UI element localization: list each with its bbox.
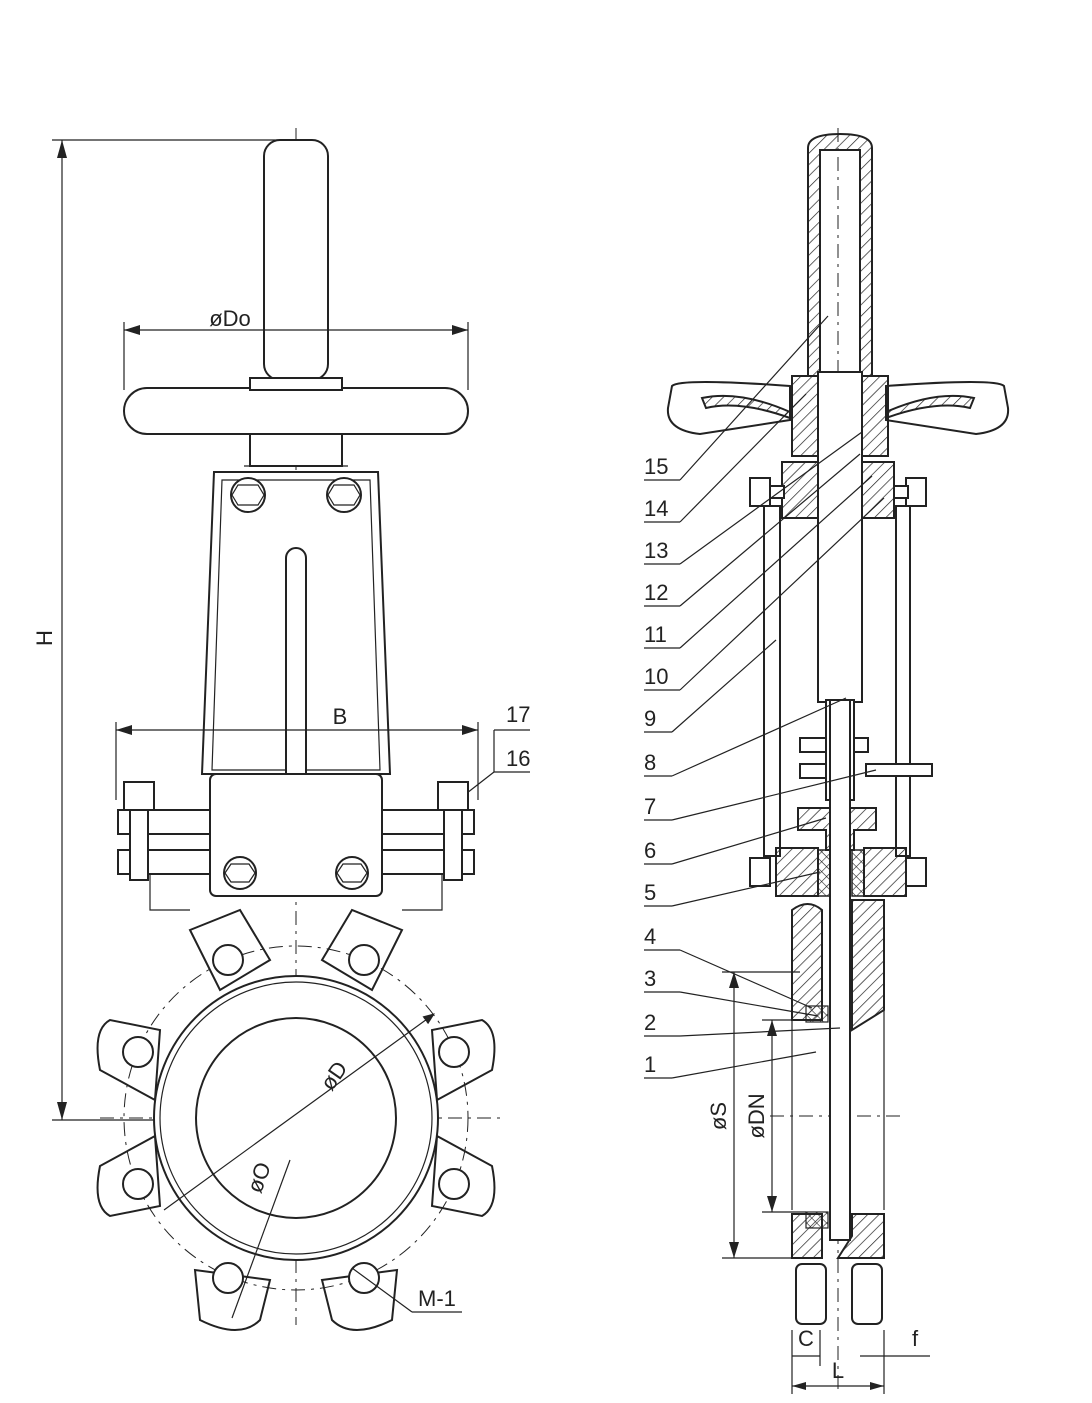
- section-connector-bolts: [799, 737, 869, 779]
- seat-ring-bottom: [805, 1211, 829, 1229]
- part-17-label: 17: [506, 702, 530, 727]
- gate: [829, 699, 851, 1241]
- dim-dn-arrow-top: [767, 1020, 777, 1036]
- body-outer-inner-edge: [159, 981, 433, 1255]
- stem-cover-section: [807, 132, 873, 377]
- section-view: øS øDN C L f 15 14 13 12: [644, 128, 1010, 1394]
- part-5-label: 5: [644, 880, 656, 905]
- part-16-label: 16: [506, 746, 530, 771]
- yoke-bolt-top-left: [230, 477, 266, 513]
- dim-m-label: M-1: [418, 1286, 456, 1311]
- part-11-label: 11: [644, 622, 667, 647]
- yoke-bolt-top-right: [326, 477, 362, 513]
- dim-o-line: [231, 1159, 291, 1319]
- side-bolt-right: [437, 781, 469, 881]
- section-top-bolt-right: [893, 477, 927, 507]
- body-upper-left: [791, 903, 823, 1021]
- part-13-label: 13: [644, 538, 668, 563]
- part-6-label: 6: [644, 838, 656, 863]
- part-12-label: 12: [644, 580, 668, 605]
- part-2-label: 2: [644, 1010, 656, 1035]
- dim-l-arrow-left: [792, 1382, 806, 1390]
- yoke-cap-right: [861, 461, 895, 519]
- packing-left: [817, 849, 831, 897]
- dim-b-arrow-left: [116, 725, 132, 735]
- dim-s-arrow-top: [729, 972, 739, 988]
- section-bonnet-bolts: [749, 857, 927, 887]
- dim-m-leader: [351, 1267, 413, 1313]
- bolt-circle: [123, 945, 469, 1291]
- bonnet-left: [775, 847, 819, 897]
- dim-f-label: f: [912, 1326, 919, 1351]
- stem-nut-left: [791, 375, 819, 457]
- section-bottom-legs: [795, 1263, 883, 1325]
- dim-h-arrow-top: [57, 140, 67, 158]
- yoke-bolt-bottom-right: [335, 856, 369, 890]
- stop-pin: [865, 763, 933, 777]
- dim-d-line: [163, 1013, 435, 1211]
- stem-nut-right: [861, 375, 889, 457]
- stem-nut-bottom: [249, 433, 343, 467]
- bore: [195, 1017, 397, 1219]
- yoke-bolt-bottom-left: [223, 856, 257, 890]
- body-lower-right: [836, 1213, 885, 1259]
- dim-do-label: øDo: [209, 306, 251, 331]
- part-1-label: 1: [644, 1052, 656, 1077]
- dim-b-label: B: [333, 704, 348, 729]
- part-8-label: 8: [644, 750, 656, 775]
- yoke-slot: [285, 547, 307, 795]
- dim-b-arrow-right: [462, 725, 478, 735]
- dim-h-arrow-bottom: [57, 1102, 67, 1120]
- part-15-label: 15: [644, 454, 668, 479]
- dim-dn-label: øDN: [744, 1093, 769, 1138]
- part-10-label: 10: [644, 664, 668, 689]
- dim-do-arrow-left: [124, 325, 140, 335]
- part-7-label: 7: [644, 794, 656, 819]
- bonnet-right: [863, 847, 907, 897]
- dim-s-label: øS: [706, 1102, 731, 1130]
- part-callouts: 15 14 13 12 11 10 9 8 7: [644, 315, 885, 1079]
- handwheel-left-rim: [700, 394, 791, 420]
- dim-dn-arrow-bottom: [767, 1196, 777, 1212]
- front-view: H øDo B: [32, 128, 530, 1331]
- side-bolt-left: [123, 781, 155, 881]
- handwheel: [123, 387, 469, 435]
- yoke-cap-left: [781, 461, 819, 519]
- dim-l-arrow-right: [870, 1382, 884, 1390]
- packing-right: [851, 849, 865, 897]
- dim-h-label: H: [32, 630, 57, 646]
- handwheel-left-section: [666, 381, 791, 436]
- body-upper-right: [851, 899, 885, 1032]
- yoke-side-right: [895, 505, 911, 857]
- stem: [263, 139, 329, 381]
- dim-l-label: L: [832, 1358, 844, 1383]
- bolt-holes: [122, 944, 470, 1294]
- dim-do-arrow-right: [452, 325, 468, 335]
- body-shoulders: [149, 874, 443, 911]
- part-3-label: 3: [644, 966, 656, 991]
- stem-rod: [817, 371, 863, 703]
- dim-c-label: C: [798, 1326, 814, 1351]
- dim-s-arrow-bottom: [729, 1242, 739, 1258]
- part-4-label: 4: [644, 924, 656, 949]
- yoke-inner: [211, 479, 381, 771]
- stem-nut-top: [249, 377, 343, 391]
- yoke-side-left: [763, 505, 781, 857]
- part-14-label: 14: [644, 496, 668, 521]
- part-9-label: 9: [644, 706, 656, 731]
